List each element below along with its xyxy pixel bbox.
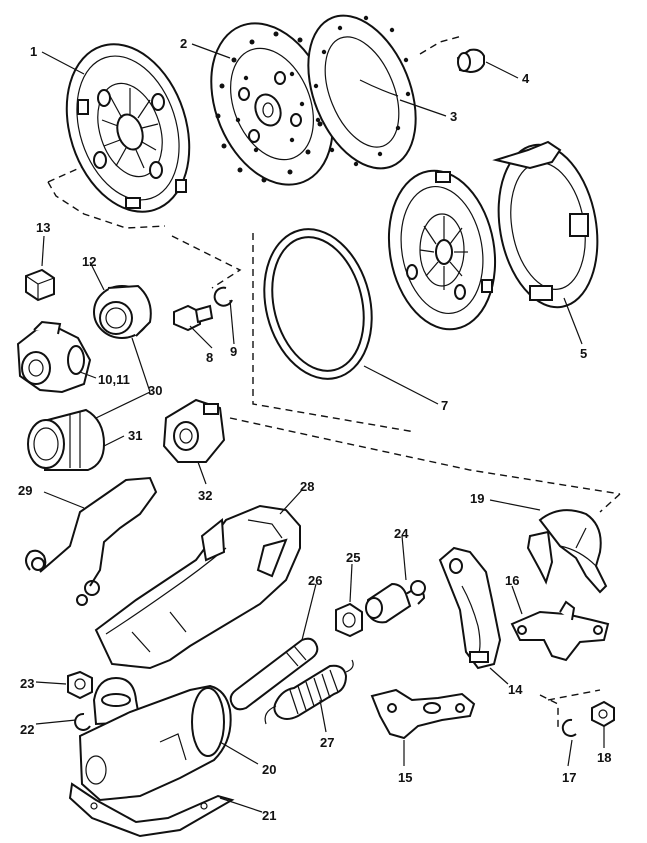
label-part-28: 28 <box>300 479 314 494</box>
facing-ring-part-3 <box>307 14 417 170</box>
spring-wire-part-29 <box>25 476 158 606</box>
nut-part-25 <box>335 602 363 638</box>
nut-part-18 <box>591 700 615 728</box>
label-part-9: 9 <box>230 344 237 359</box>
sealing-ring-part-7 <box>263 228 373 380</box>
label-part-1: 1 <box>30 44 37 59</box>
label-part-2: 2 <box>180 36 187 51</box>
label-part-26: 26 <box>308 573 322 588</box>
label-part-13: 13 <box>36 220 50 235</box>
housing-part-10-11 <box>16 320 92 394</box>
bearing-unit-part-32 <box>162 398 226 463</box>
label-part-12: 12 <box>82 254 96 269</box>
label-part-31: 31 <box>128 428 142 443</box>
part-number-labels: 1 2 3 4 5 7 8 9 10,11 12 13 14 15 16 17 … <box>18 36 611 823</box>
bolt-part-8 <box>173 304 214 332</box>
label-part-21: 21 <box>262 808 276 823</box>
label-part-16: 16 <box>505 573 519 588</box>
release-bearing-part-12 <box>93 284 152 339</box>
label-part-17: 17 <box>562 770 576 785</box>
label-part-20: 20 <box>262 762 276 777</box>
label-part-23: 23 <box>20 676 34 691</box>
shield-part-19 <box>526 509 608 594</box>
label-part-25: 25 <box>346 550 360 565</box>
nut-part-23 <box>67 670 93 700</box>
label-part-7: 7 <box>441 398 448 413</box>
label-part-5: 5 <box>580 346 587 361</box>
label-part-14: 14 <box>508 682 523 697</box>
leader-lines <box>35 43 605 813</box>
clutch-cover-part-5 <box>387 140 599 331</box>
friction-disc-part-2 <box>210 22 334 186</box>
label-part-4: 4 <box>522 71 530 86</box>
label-part-8: 8 <box>206 350 213 365</box>
circlip-part-9 <box>213 286 233 307</box>
slave-cylinder-part-20 <box>78 676 232 802</box>
label-part-24: 24 <box>394 526 409 541</box>
fork-cover-part-28 <box>94 504 301 670</box>
pushrod-part-24 <box>365 580 426 624</box>
label-part-3: 3 <box>450 109 457 124</box>
label-part-27: 27 <box>320 735 334 750</box>
pressure-plate-part-1 <box>65 43 191 213</box>
label-part-29: 29 <box>18 483 32 498</box>
label-part-15: 15 <box>398 770 412 785</box>
release-fork-part-14 <box>438 546 502 670</box>
lever-plate-part-15 <box>370 688 476 740</box>
label-part-18: 18 <box>597 750 611 765</box>
assembly-dashed-lines <box>47 35 621 730</box>
gasket-part-21 <box>68 782 235 838</box>
label-part-30: 30 <box>148 383 162 398</box>
label-part-19: 19 <box>470 491 484 506</box>
coil-spring-part-27 <box>264 659 354 725</box>
pad-part-13 <box>25 268 55 302</box>
pin-part-26 <box>229 637 319 711</box>
label-part-10-11: 10,11 <box>98 372 130 387</box>
label-part-32: 32 <box>198 488 212 503</box>
guide-sleeve-part-31 <box>27 408 106 471</box>
clip-part-17 <box>561 718 577 737</box>
bracket-part-16 <box>510 600 610 662</box>
plug-part-4 <box>456 48 485 74</box>
label-part-22: 22 <box>20 722 34 737</box>
